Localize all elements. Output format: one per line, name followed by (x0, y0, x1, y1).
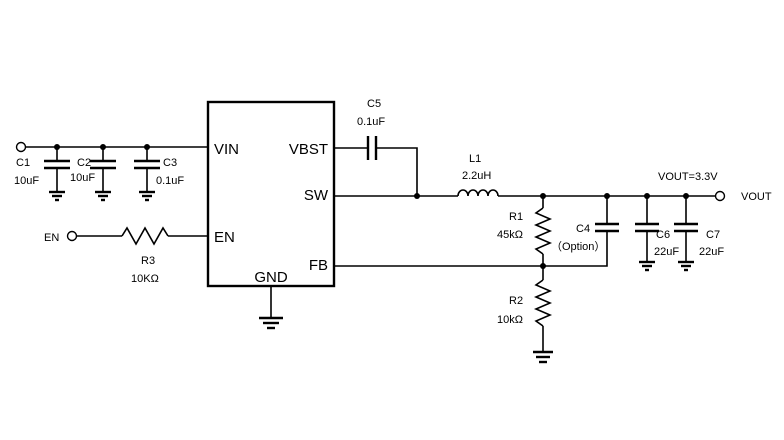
l1-value: 2.2uH (462, 170, 491, 182)
ic-ground-symbol (259, 286, 283, 330)
r1-ref: R1 (509, 211, 523, 223)
l1-ref: L1 (469, 153, 481, 165)
pin-sw-label: SW (304, 187, 329, 204)
capacitor-c7 (674, 196, 698, 272)
pin-vin-label: VIN (214, 141, 239, 158)
c7-ref: C7 (706, 229, 720, 241)
c3-ref: C3 (163, 157, 177, 169)
r3-ref: R3 (141, 255, 155, 267)
en-input-label: EN (44, 232, 59, 244)
pin-vbst-label: VBST (289, 141, 328, 158)
c5-value: 0.1uF (357, 116, 385, 128)
capacitor-c5 (366, 136, 378, 160)
vout-label: VOUT (741, 191, 772, 203)
en-input-terminal (66, 230, 78, 242)
junction-sw (414, 193, 420, 199)
pin-en-label: EN (214, 229, 235, 246)
c2-ref: C2 (77, 157, 91, 169)
pin-fb-label: FB (309, 257, 328, 274)
capacitor-c6 (635, 196, 659, 272)
r3-value: 10KΩ (131, 273, 159, 285)
resistor-r3 (121, 226, 169, 246)
vout-value-label: VOUT=3.3V (658, 171, 718, 183)
c2-value: 10uF (70, 172, 95, 184)
resistor-r1 (533, 207, 553, 255)
vin-input-terminal (15, 141, 27, 153)
c4-ref: C4 (576, 223, 590, 235)
pin-gnd-label: GND (254, 269, 288, 286)
vout-output-terminal (714, 190, 726, 202)
c5-ref: C5 (367, 98, 381, 110)
c6-value: 22uF (654, 246, 679, 258)
resistor-r2 (533, 279, 553, 327)
c1-value: 10uF (14, 175, 39, 187)
c7-value: 22uF (699, 246, 724, 258)
r1-value: 45kΩ (497, 229, 523, 241)
c4-value: （Option） (551, 240, 605, 253)
r2-ground-symbol (533, 350, 553, 364)
inductor-l1 (457, 189, 499, 197)
capacitor-c3 (134, 147, 160, 202)
c1-ref: C1 (16, 157, 30, 169)
r2-value: 10kΩ (497, 314, 523, 326)
r2-ref: R2 (509, 295, 523, 307)
capacitor-c2 (90, 147, 116, 202)
capacitor-c1 (44, 147, 70, 202)
c6-ref: C6 (656, 229, 670, 241)
capacitor-c4 (595, 222, 619, 233)
c3-value: 0.1uF (156, 175, 184, 187)
ic-body (206, 100, 336, 288)
